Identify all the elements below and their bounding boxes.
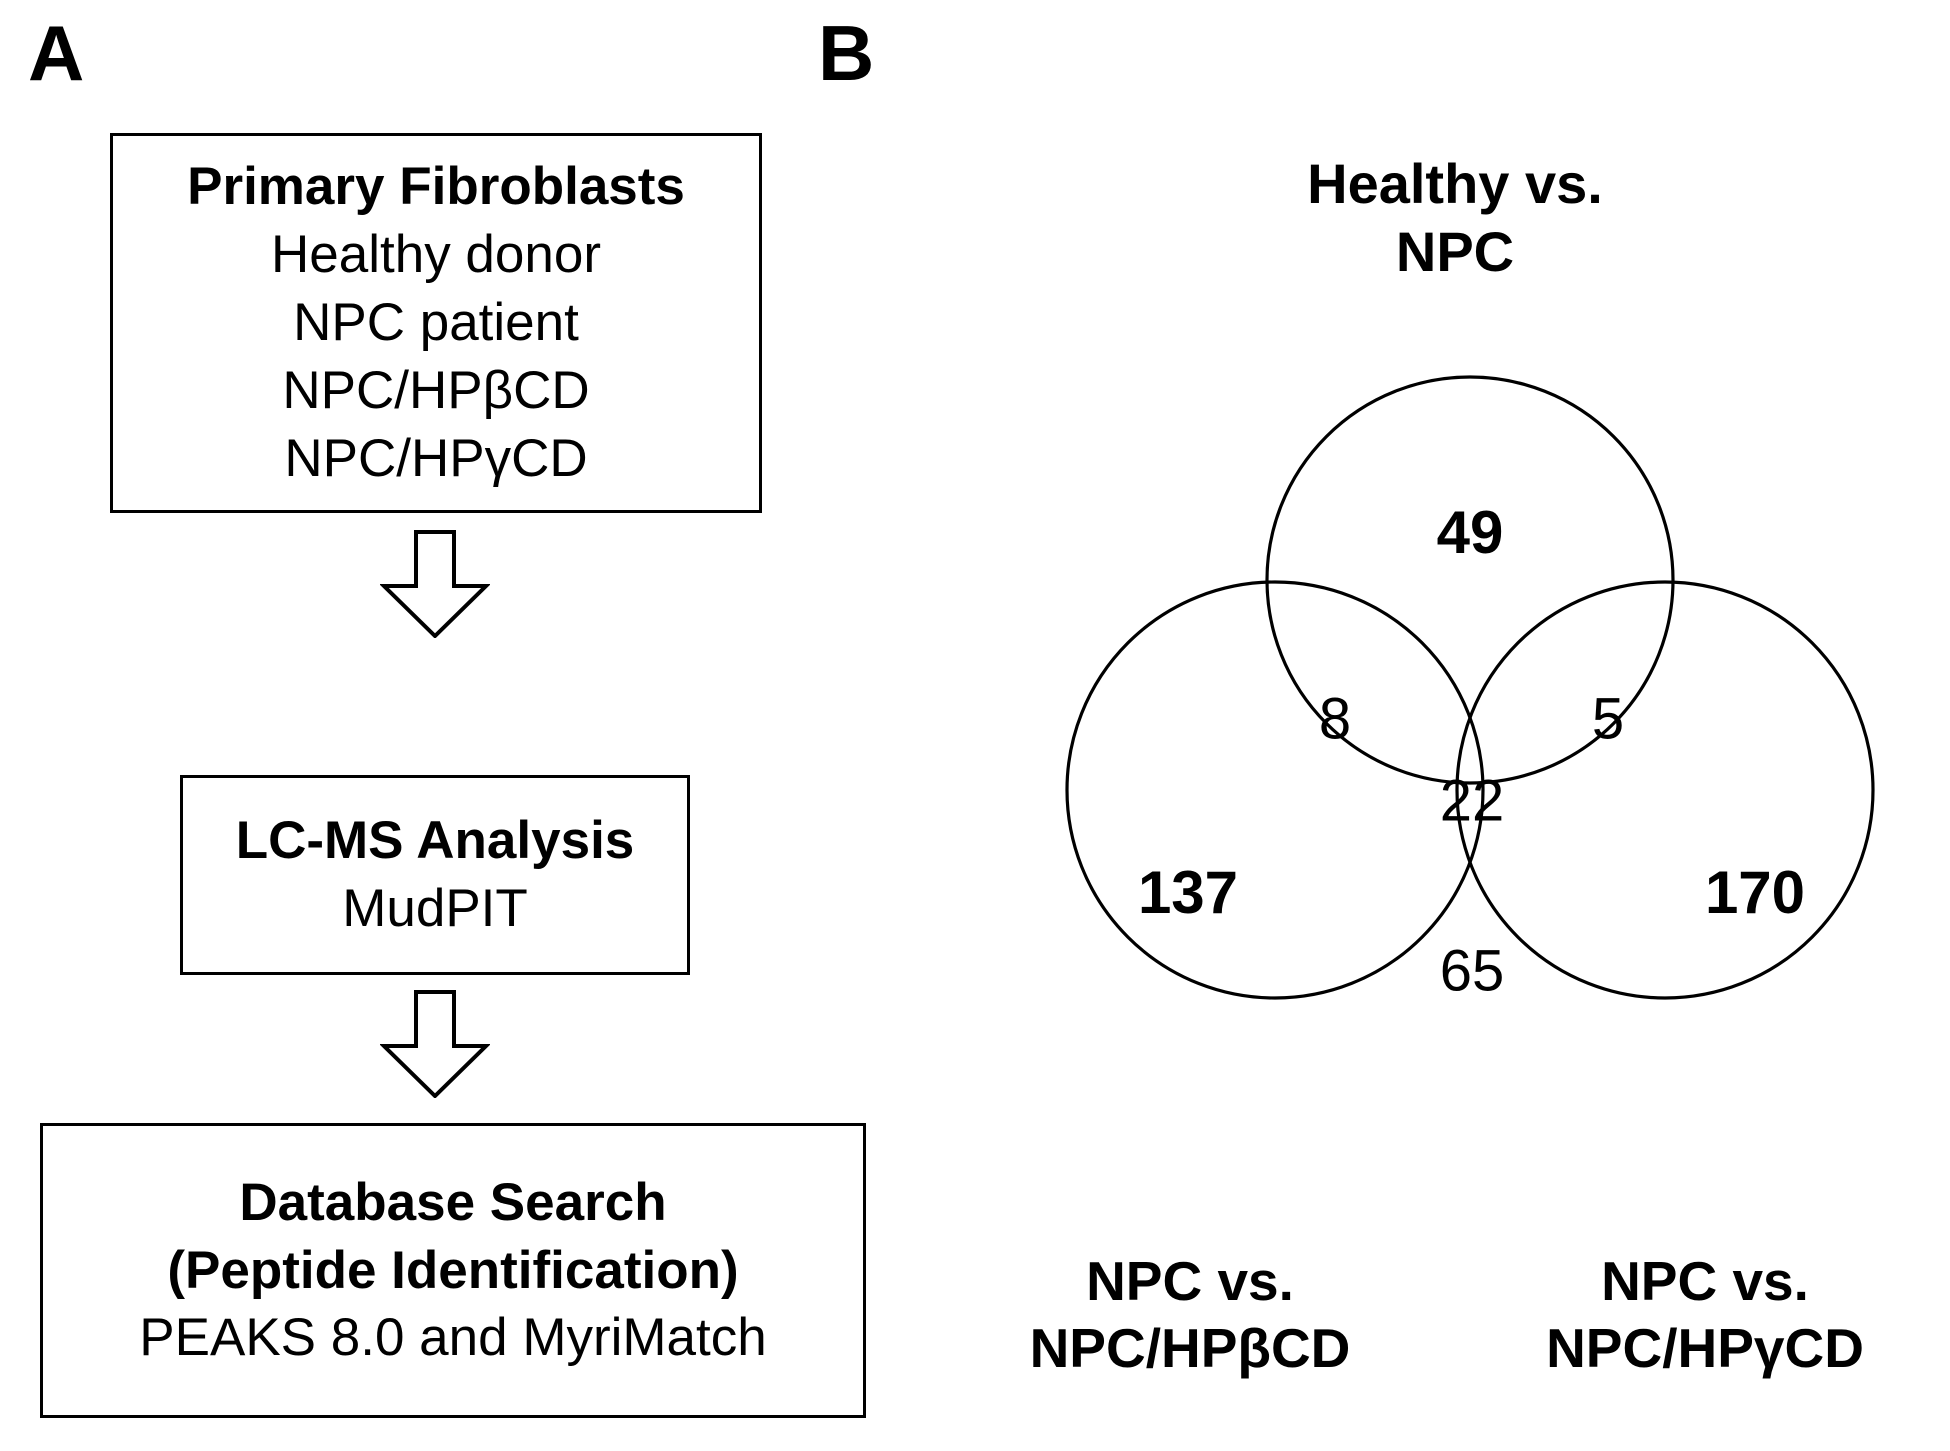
panel-b-letter: B <box>818 9 874 97</box>
venn-count-npc-vs-npc-hpbcd-only: 137 <box>1138 859 1238 926</box>
venn-title-line-1: Healthy vs. <box>1307 152 1603 215</box>
panel-a-letter: A <box>28 9 84 97</box>
flow-line-primary-fibroblasts-title: Primary Fibroblasts <box>187 157 685 217</box>
flow-line-mudpit: MudPIT <box>342 879 528 938</box>
venn-count-a-and-c: 5 <box>1592 686 1624 751</box>
venn-title: Healthy vs. NPC <box>960 150 1950 287</box>
venn-label-right-line-2: NPC/HPγCD <box>1546 1317 1864 1380</box>
venn-circles-svg: 49 8 5 22 137 170 65 <box>1065 375 1875 1003</box>
venn-label-npc-vs-npc-hpbcd: NPC vs. NPC/HPβCD <box>970 1248 1410 1382</box>
venn-label-left-line-1: NPC vs. <box>1086 1250 1294 1312</box>
venn-circle-npc-vs-npc-hpbcd <box>1065 580 1485 1000</box>
flow-line-peaks-myrimatch: PEAKS 8.0 and MyriMatch <box>139 1308 767 1368</box>
venn-count-a-and-b-and-c: 22 <box>1440 768 1505 833</box>
down-arrow-icon-fibroblasts-to-lcms <box>379 530 491 639</box>
venn-count-healthy-vs-npc-only: 49 <box>1437 499 1504 566</box>
venn-diagram: Healthy vs. NPC 49 8 5 22 137 170 65 NPC… <box>960 150 1950 1440</box>
flow-line-npc-hpbcd: NPC/HPβCD <box>282 360 590 420</box>
venn-circle-npc-vs-npc-hpgcd <box>1455 580 1875 1000</box>
venn-circle-healthy-vs-npc <box>1265 375 1675 785</box>
flow-line-healthy-donor: Healthy donor <box>271 225 601 285</box>
flow-box-primary-fibroblasts: Primary Fibroblasts Healthy donor NPC pa… <box>110 133 762 513</box>
venn-count-npc-vs-npc-hpgcd-only: 170 <box>1705 859 1805 926</box>
venn-label-right-line-1: NPC vs. <box>1601 1250 1809 1312</box>
flow-line-lc-ms-analysis-title: LC-MS Analysis <box>235 811 635 871</box>
down-arrow-icon-lcms-to-database <box>379 990 491 1099</box>
flow-line-database-search-title: Database Search <box>239 1172 667 1232</box>
venn-label-left-line-2: NPC/HPβCD <box>1029 1317 1351 1380</box>
flow-line-npc-hpgcd: NPC/HPγCD <box>284 428 588 488</box>
venn-count-b-and-c: 65 <box>1440 938 1505 1003</box>
flow-box-lc-ms-analysis: LC-MS Analysis MudPIT <box>180 775 690 975</box>
flow-line-peptide-identification: (Peptide Identification) <box>167 1240 739 1300</box>
flow-line-npc-patient: NPC patient <box>293 293 579 353</box>
venn-count-a-and-b: 8 <box>1319 686 1351 751</box>
venn-title-line-2: NPC <box>1395 220 1515 284</box>
venn-label-npc-vs-npc-hpgcd: NPC vs. NPC/HPγCD <box>1470 1248 1940 1382</box>
flow-box-database-search: Database Search (Peptide Identification)… <box>40 1123 866 1418</box>
